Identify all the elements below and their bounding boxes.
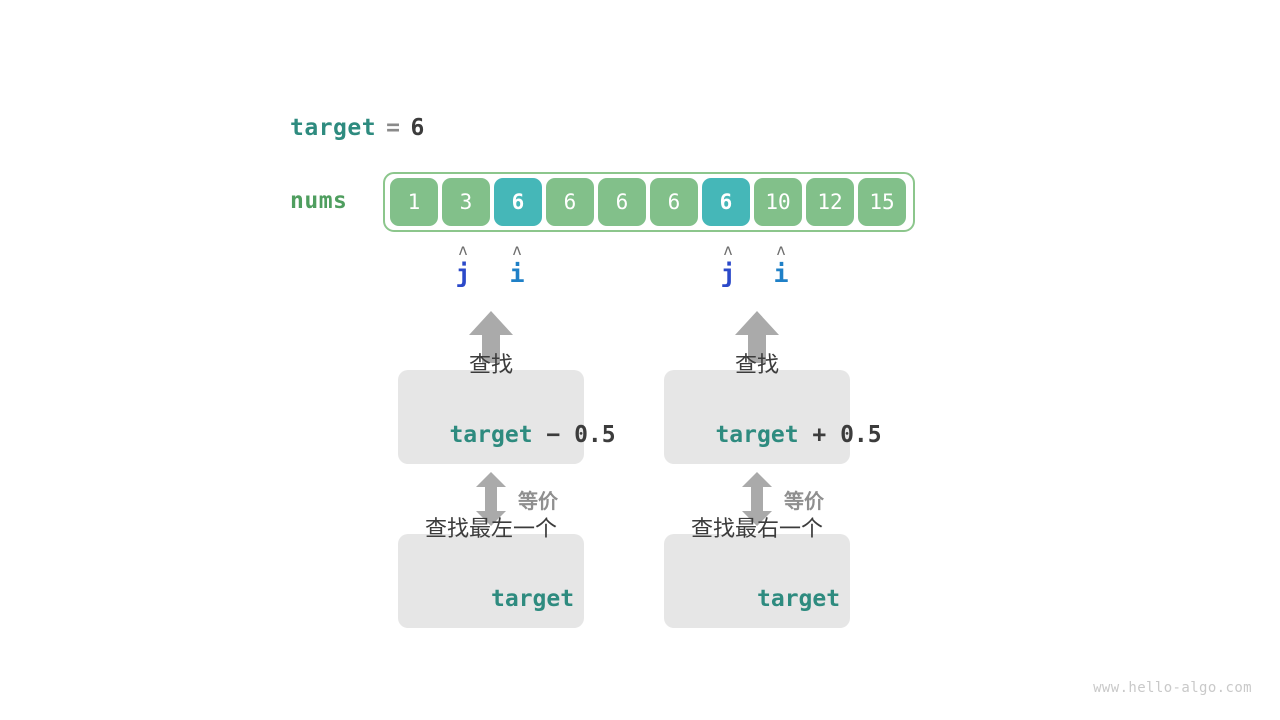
pointer-i-left: ʌ i: [497, 243, 537, 289]
array-cell: 6: [598, 178, 646, 226]
upper-box-left: 查找 target − 0.5: [398, 353, 616, 464]
arrow-up-icon: [735, 311, 779, 363]
pointer-j-left: ʌ j: [443, 243, 483, 289]
double-arrow-vertical-icon: [476, 472, 506, 526]
equivalence-label: 等价: [518, 488, 558, 513]
pointer-j-right: ʌ j: [708, 243, 748, 289]
equivalence-right: 等价: [742, 472, 824, 526]
pointer-label: i: [509, 259, 525, 288]
target-keyword: target: [715, 422, 799, 448]
box-line-1: 查找最右一个: [690, 517, 823, 542]
box-line-2: target: [674, 551, 840, 647]
array-cell: 6: [494, 178, 542, 226]
target-keyword: target: [757, 586, 841, 612]
target-expression: target = 6: [290, 112, 425, 144]
caret-icon: ʌ: [512, 241, 522, 259]
target-value: 6: [410, 115, 425, 141]
offset-operation: + 0.5: [798, 422, 882, 448]
pointer-i-right: ʌ i: [761, 243, 801, 289]
box-line-1: 查找: [468, 353, 513, 378]
array-cell: 10: [754, 178, 802, 226]
caret-icon: ʌ: [776, 241, 786, 259]
watermark: www.hello-algo.com: [1093, 680, 1252, 696]
target-keyword: target: [449, 422, 533, 448]
target-keyword: target: [491, 586, 575, 612]
up-arrow-right: [735, 311, 779, 363]
box-line-2: target: [408, 551, 574, 647]
caret-icon: ʌ: [458, 241, 468, 259]
array-cell: 6: [546, 178, 594, 226]
arrow-up-icon: [469, 311, 513, 363]
equivalence-label: 等价: [784, 488, 824, 513]
double-arrow-vertical-icon: [742, 472, 772, 526]
equivalence-left: 等价: [476, 472, 558, 526]
offset-operation: − 0.5: [532, 422, 616, 448]
pointer-label: j: [720, 259, 736, 288]
array-name-label: nums: [290, 188, 348, 214]
pointer-label: i: [773, 259, 789, 288]
box-line-2: target − 0.5: [366, 387, 615, 483]
array-cell: 1: [390, 178, 438, 226]
upper-box-right: 查找 target + 0.5: [664, 353, 882, 464]
pointer-label: j: [455, 259, 471, 288]
array-cell: 6: [702, 178, 750, 226]
equals-operator: =: [386, 115, 401, 141]
array-cell: 15: [858, 178, 906, 226]
lower-box-left: 查找最左一个 target: [398, 517, 584, 628]
array-cell: 3: [442, 178, 490, 226]
caret-icon: ʌ: [723, 241, 733, 259]
lower-box-right: 查找最右一个 target: [664, 517, 850, 628]
box-line-1: 查找最左一个: [424, 517, 557, 542]
box-line-2: target + 0.5: [632, 387, 881, 483]
array-cell: 12: [806, 178, 854, 226]
target-variable-label: target: [290, 115, 377, 141]
up-arrow-left: [469, 311, 513, 363]
box-line-1: 查找: [734, 353, 779, 378]
array-cell: 6: [650, 178, 698, 226]
